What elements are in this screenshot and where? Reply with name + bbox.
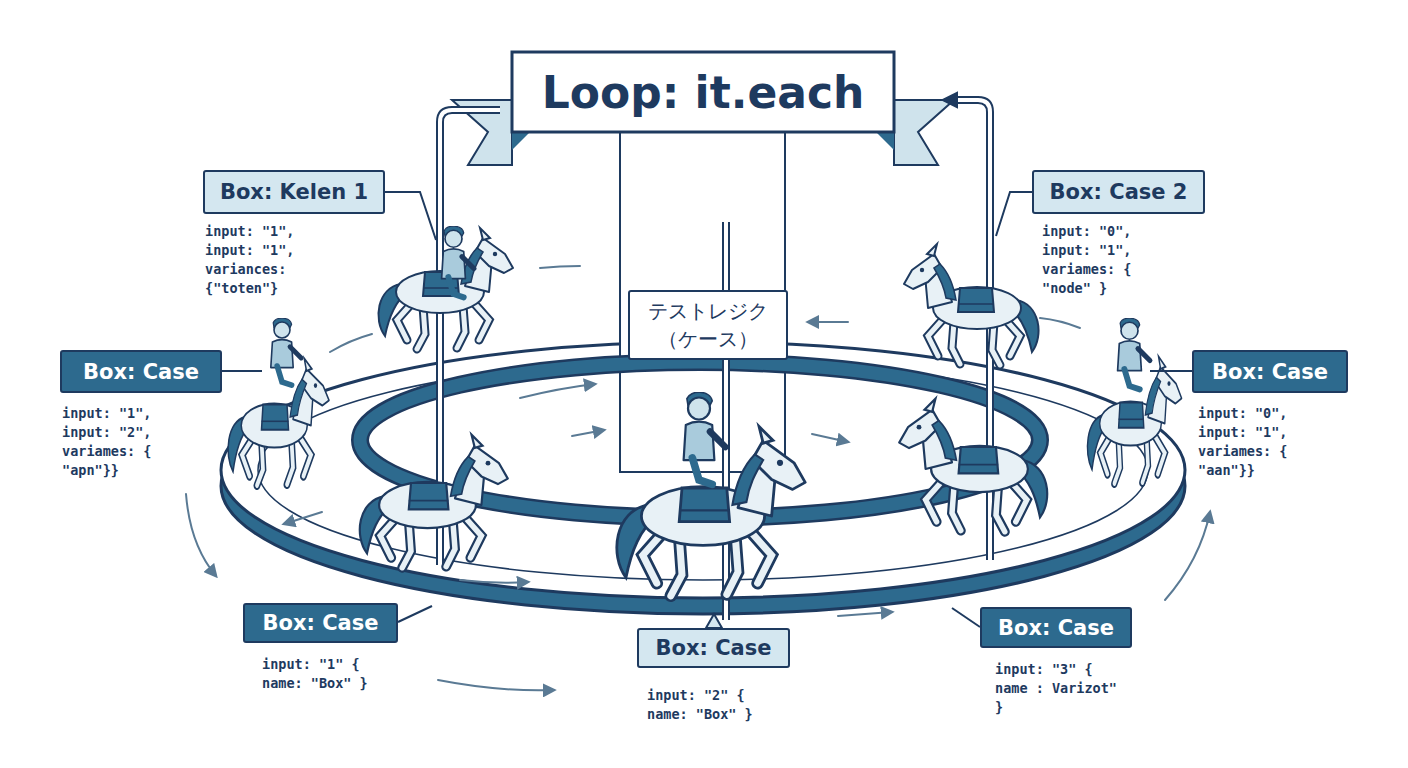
- case-parameters: input: "1", input: "2", variames: { "apn…: [62, 404, 160, 480]
- speed-line: [330, 334, 372, 352]
- motion-arrow: [438, 680, 554, 690]
- horse-rider: [684, 392, 726, 484]
- box-heading: Box: Case 2: [1032, 170, 1205, 214]
- case-box: Box: Case 2input: "0", input: "1", varia…: [1032, 170, 1205, 214]
- carousel-horse: [378, 228, 513, 349]
- motion-arrow: [1165, 512, 1210, 600]
- leader-line: [398, 606, 432, 622]
- case-box: Box: Kelen 1input: "1", input: "1", vari…: [203, 170, 385, 214]
- carousel-horse: [904, 244, 1039, 365]
- horse-rider: [1118, 318, 1150, 389]
- ribbon-fold: [876, 132, 894, 150]
- box-heading: Box: Case: [980, 607, 1132, 648]
- case-parameters: input: "0", input: "1", variames: { "aan…: [1198, 404, 1296, 480]
- case-box: Box: Caseinput: "0", input: "1", variame…: [1192, 350, 1348, 393]
- motion-arrow: [460, 580, 528, 583]
- motion-arrow: [808, 321, 848, 323]
- case-parameters: input: "1", input: "1", variances: {"tot…: [205, 222, 303, 298]
- leader-line: [996, 192, 1032, 236]
- ribbon-fold: [512, 132, 530, 150]
- logic-sign: テストレジク （ケース）: [628, 290, 788, 360]
- title-banner-box: Loop: it.each: [512, 52, 894, 132]
- leader-line: [222, 370, 262, 372]
- carousel-pole: [722, 222, 730, 620]
- box-heading: Box: Case: [1192, 350, 1348, 393]
- carousel-horse: [1087, 356, 1181, 483]
- case-box: Box: Caseinput: "2" { name: "Box" }: [637, 628, 790, 668]
- case-box: Box: Caseinput: "1" { name: "Box" }: [243, 603, 398, 643]
- motion-arrow: [572, 430, 604, 436]
- case-box: Box: Caseinput: "3" { name : Varizot" }: [980, 607, 1132, 648]
- leader-lines: [222, 192, 1192, 627]
- motion-arrow: [812, 434, 848, 442]
- carousel-pole: [724, 222, 728, 620]
- box-heading: テストレジク （ケース）: [628, 290, 788, 360]
- case-parameters: input: "3" { name : Varizot" }: [995, 660, 1125, 717]
- leader-line: [1150, 370, 1192, 372]
- motion-arrow: [284, 512, 322, 524]
- pole-arrow: [944, 99, 956, 102]
- motion-arrow: [838, 612, 892, 616]
- box-pointer: [706, 614, 722, 628]
- box-heading: Box: Kelen 1: [203, 170, 385, 214]
- diagram-title: Loop: it.each: [542, 67, 865, 118]
- leader-line: [952, 608, 980, 627]
- horse-rider: [442, 226, 474, 297]
- speed-line: [1040, 318, 1080, 328]
- speed-line: [540, 266, 580, 268]
- carousel-horse: [360, 435, 508, 568]
- box-heading: Box: Case: [637, 628, 790, 668]
- motion-arrows: [186, 266, 1210, 690]
- motion-arrow: [186, 494, 216, 576]
- leader-line: [385, 192, 436, 240]
- carousel-horse: [899, 399, 1047, 532]
- box-heading: Box: Case: [60, 350, 222, 393]
- case-parameters: input: "2" { name: "Box" }: [647, 686, 777, 724]
- case-box: Box: Caseinput: "1", input: "2", variame…: [60, 350, 222, 393]
- ribbon-tail: [894, 100, 954, 165]
- horse-rider: [271, 318, 301, 385]
- motion-arrow: [520, 384, 595, 398]
- case-parameters: input: "1" { name: "Box" }: [262, 655, 392, 693]
- box-heading: Box: Case: [243, 603, 398, 643]
- title-banner: [512, 52, 894, 132]
- case-parameters: input: "0", input: "1", variames: { "nod…: [1042, 222, 1140, 298]
